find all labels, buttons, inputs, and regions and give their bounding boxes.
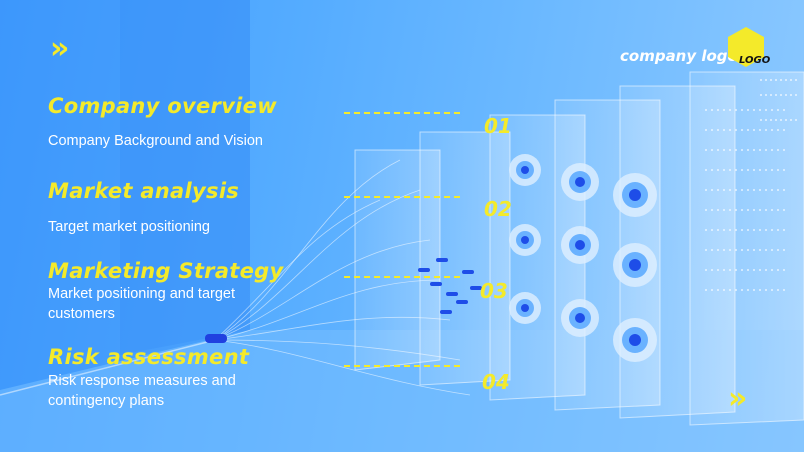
agenda-number-4: 04	[482, 370, 510, 394]
dashed-divider	[344, 365, 460, 367]
agenda-description-1: Company Background and Vision	[48, 133, 263, 149]
chevron-right-icon: »	[728, 381, 748, 416]
agenda-number-1: 01	[484, 114, 512, 138]
agenda-title-3: Marketing Strategy	[48, 259, 284, 283]
agenda-title-2: Market analysis	[48, 179, 240, 203]
dashed-divider	[344, 196, 460, 198]
agenda-title-1: Company overview	[48, 94, 277, 118]
logo-hexagon-icon	[728, 27, 764, 67]
dashed-divider	[344, 276, 460, 278]
company-logo-text: company logo	[620, 47, 738, 65]
chevron-right-icon: »	[50, 31, 70, 66]
agenda-description-4: Risk response measures and contingency p…	[48, 373, 236, 409]
agenda-title-4: Risk assessment	[48, 345, 250, 369]
agenda-number-3: 03	[480, 279, 508, 303]
agenda-number-2: 02	[484, 197, 512, 221]
agenda-description-2: Target market positioning	[48, 219, 210, 235]
dashed-divider	[344, 112, 460, 114]
agenda-description-3: Market positioning and target customers	[48, 286, 235, 322]
logo-badge: LOGO	[739, 55, 771, 66]
